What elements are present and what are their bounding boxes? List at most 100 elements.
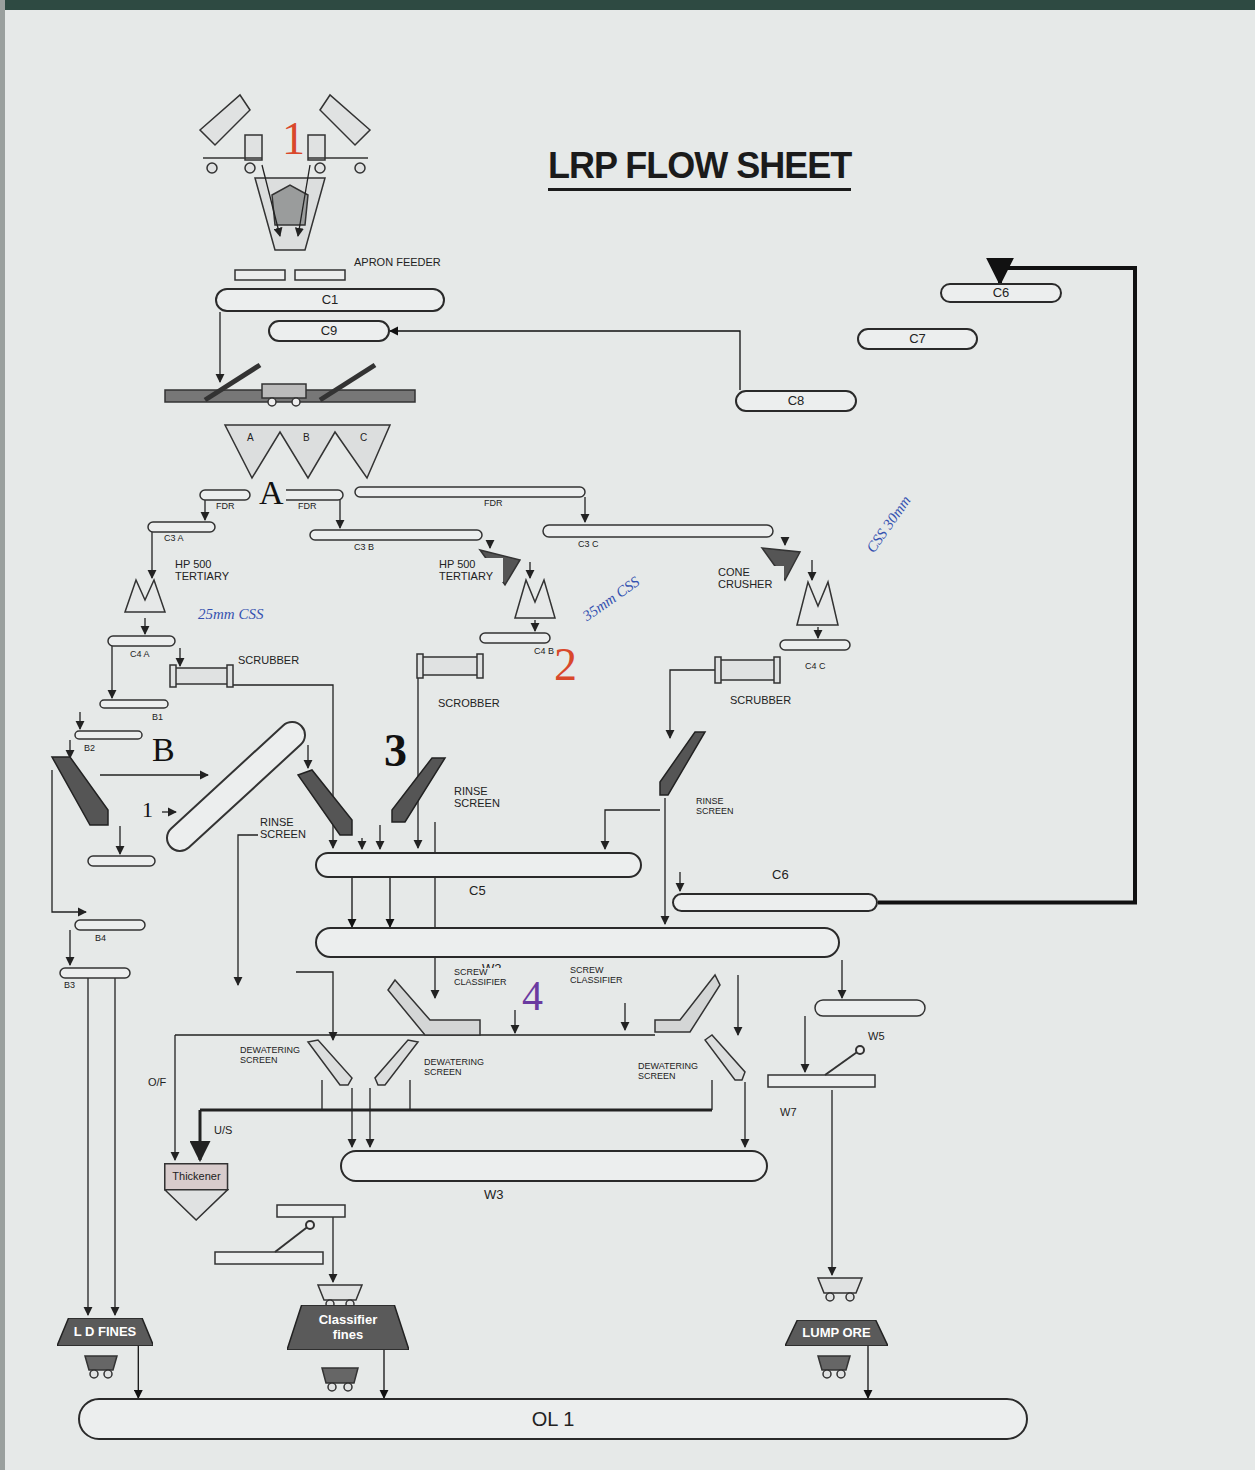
process-line <box>711 1080 712 1110</box>
flow-line <box>238 835 300 985</box>
flow-line <box>307 745 308 768</box>
flow-line <box>744 1082 745 1147</box>
flow-line <box>379 825 380 849</box>
feeder-label: FDR <box>214 502 237 512</box>
feeder-belt <box>295 270 345 280</box>
process-line <box>409 1080 410 1110</box>
scrubber <box>417 654 423 678</box>
rinse-screen <box>52 757 108 825</box>
conveyor-label: B1 <box>150 713 165 723</box>
conveyor-label: W7 <box>778 1106 799 1118</box>
stacker-arm <box>275 1225 310 1252</box>
scrubber <box>422 657 478 675</box>
flow-line <box>262 165 280 236</box>
wagon <box>826 1293 834 1301</box>
feeder-belt <box>235 270 285 280</box>
feeder-label: FDR <box>482 499 505 509</box>
flow-connector <box>867 1346 868 1398</box>
flow-line <box>664 798 665 924</box>
conveyor-belt: W3 <box>340 1150 768 1182</box>
flow-line <box>817 627 818 638</box>
screw-classifier <box>655 975 720 1032</box>
equipment-label: HP 500 TERTIARY <box>437 558 503 582</box>
flow-line <box>417 675 418 848</box>
flow-line <box>831 1090 832 1275</box>
scrubber <box>477 654 483 678</box>
dump-truck <box>308 135 325 160</box>
feeder-belt <box>815 1000 925 1016</box>
flow-line <box>179 648 180 666</box>
flow-connector <box>351 878 352 927</box>
rom-hopper <box>255 178 325 250</box>
flow-line <box>670 670 720 738</box>
tripper-conveyor <box>320 365 375 400</box>
callout-number: 1 <box>140 799 155 821</box>
equipment-label: DEWATERING SCREEN <box>636 1062 702 1082</box>
tripper-conveyor <box>292 398 300 406</box>
wagon <box>818 1278 862 1293</box>
process-line <box>321 1080 322 1110</box>
conveyor-label: B2 <box>82 744 97 754</box>
wagon <box>90 1370 98 1378</box>
equipment-label: DEWATERING SCREEN <box>238 1046 304 1066</box>
equipment-label: RINSE SCREEN <box>258 816 312 840</box>
equipment-label: C7 <box>909 332 926 346</box>
photo-edge <box>0 0 1255 10</box>
feeder-belt <box>480 633 550 643</box>
bin-letter: C <box>358 432 369 443</box>
wagon <box>328 1383 336 1391</box>
equipment-label: W3 <box>482 1188 506 1202</box>
wagon <box>318 1285 362 1300</box>
bin-letter: A <box>245 432 256 443</box>
feeder-belt <box>75 731 142 739</box>
flow-line <box>111 646 112 698</box>
flow-line <box>339 500 340 528</box>
conveyor-belt: C6 <box>940 283 1062 303</box>
dump-truck <box>245 163 255 173</box>
feeder-belt <box>355 487 585 497</box>
crusher <box>515 580 555 618</box>
flow-line <box>87 978 88 1315</box>
callout-number: 3 <box>382 728 409 774</box>
wagon <box>104 1370 112 1378</box>
conveyor-label: W5 <box>866 1030 887 1042</box>
rom-hopper <box>255 178 325 250</box>
flow-connector <box>383 1350 384 1398</box>
feeder-belt <box>108 636 175 646</box>
wagon <box>85 1356 117 1370</box>
product-stockpile: LUMP ORE <box>785 1320 888 1346</box>
callout-number: 4 <box>520 975 545 1017</box>
flow-connector <box>390 331 740 390</box>
conveyor-label: B4 <box>93 934 108 944</box>
conveyor-label: C3 A <box>162 534 186 544</box>
dewatering-screen <box>308 1040 352 1085</box>
callout-letter: B <box>150 733 177 767</box>
flow-line <box>811 560 812 580</box>
equipment-label: SCROBBER <box>436 697 502 709</box>
product-name: Classifier fines <box>313 1313 383 1342</box>
conveyor-label: C4 C <box>803 662 828 672</box>
flow-line <box>144 618 145 634</box>
callout-letter: A <box>257 476 286 510</box>
flow-connector <box>878 268 1135 903</box>
flow-line <box>296 972 333 1040</box>
wagon <box>823 1370 831 1378</box>
flow-line <box>162 811 176 812</box>
flow-line <box>514 1010 515 1033</box>
product-stockpile: L D FINES <box>57 1318 154 1346</box>
stacker-arm <box>856 1046 864 1054</box>
conveyor-belt: W2 <box>315 927 840 958</box>
rinse-screen <box>660 732 705 795</box>
callout-number: 2 <box>552 642 579 688</box>
stacker-arm <box>306 1221 314 1229</box>
equipment-label: C8 <box>788 394 805 408</box>
flow-line <box>434 822 435 998</box>
rinse-screen <box>52 732 705 835</box>
conveyor-belt: C6 <box>672 893 878 912</box>
flow-line <box>52 165 842 1315</box>
feeder-belt <box>100 700 168 708</box>
flow-line <box>151 532 152 578</box>
equipment-label: RINSE SCREEN <box>452 785 506 809</box>
dump-truck <box>355 163 365 173</box>
flow-line <box>298 165 310 236</box>
